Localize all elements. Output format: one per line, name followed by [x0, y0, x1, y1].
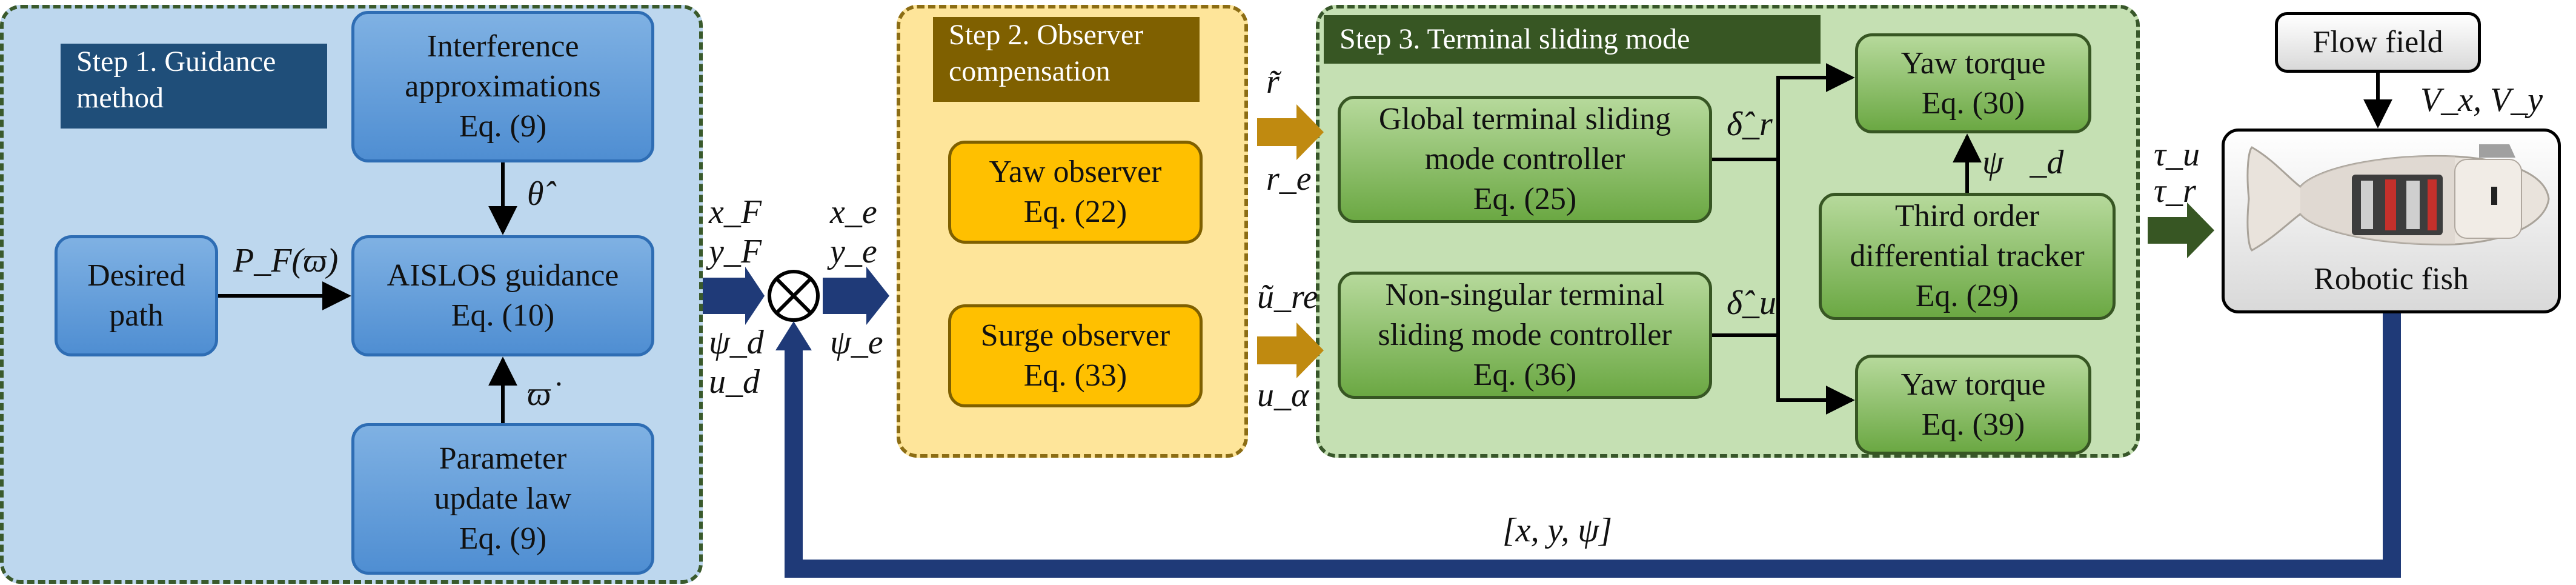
ye-label: y_e	[830, 233, 877, 270]
block-line: Eq. (9)	[459, 521, 547, 556]
block-line: Parameter	[439, 441, 567, 476]
parameter-update-block: Parameter update law Eq. (9)	[351, 423, 654, 575]
psid-label: ψ_d	[709, 324, 764, 361]
block-line: differential tracker	[1850, 239, 2085, 273]
block-line: approximations	[405, 69, 601, 104]
block-line: Eq. (9)	[459, 109, 547, 144]
surge-observer-block: Surge observer Eq. (33)	[948, 304, 1203, 407]
block-line: Eq. (39)	[1921, 407, 2025, 442]
third-order-tracker-block: Third order differential tracker Eq. (29…	[1819, 193, 2116, 320]
block-line: Eq. (10)	[451, 298, 555, 333]
block-line: sliding mode controller	[1378, 318, 1672, 352]
block-line: mode controller	[1424, 142, 1625, 176]
block-arrow-yaw-observer-out	[1257, 104, 1324, 160]
tau-r-label: τ_r	[2154, 172, 2196, 210]
block-line: path	[109, 298, 164, 333]
delta-u-label: δ̂_u	[1727, 284, 1777, 322]
block-line: update law	[434, 481, 572, 516]
yaw-torque-bottom-block: Yaw torque Eq. (39)	[1855, 355, 2091, 455]
block-line: Eq. (30)	[1921, 85, 2025, 121]
nonsingular-terminal-sliding-block: Non-singular terminal sliding mode contr…	[1338, 272, 1712, 399]
yf-label: y_F	[709, 233, 762, 270]
flow-field-block: Flow field	[2275, 12, 2481, 73]
block-line: Eq. (36)	[1473, 358, 1577, 392]
block-line: Eq. (29)	[1915, 279, 2019, 313]
block-arrow-sum-to-observer	[823, 267, 889, 325]
varpi-dot-label: ϖ̇	[527, 375, 551, 413]
block-line: Surge observer	[980, 318, 1170, 353]
block-line: AISLOS guidance	[387, 258, 619, 293]
desired-path-block: Desired path	[55, 235, 218, 356]
yaw-torque-top-block: Yaw torque Eq. (30)	[1855, 33, 2091, 133]
arrow-nonsingular-split	[1712, 333, 1855, 415]
pf-label: P_F(ϖ)	[233, 242, 339, 279]
aislos-guidance-block: AISLOS guidance Eq. (10)	[351, 235, 654, 356]
block-arrow-surge-observer-out	[1257, 323, 1324, 378]
step3-label: Step 3. Terminal sliding mode	[1324, 15, 1821, 64]
block-arrow-aislos-to-sum	[703, 267, 765, 325]
psi-dddot-label: ψ⃛_d	[1982, 144, 2064, 181]
re-label: r_e	[1266, 160, 1312, 198]
u-alpha-label: u_α	[1257, 376, 1309, 414]
block-line: Non-singular terminal	[1385, 278, 1665, 312]
robotic-fish-icon	[2246, 144, 2550, 252]
step1-label: Step 1. Guidance method	[61, 44, 327, 129]
feedback-loop-line	[785, 313, 2401, 578]
step2-label: Step 2. Observer compensation	[933, 17, 1200, 102]
theta-hat-label: θ̂	[527, 175, 544, 213]
block-line: Yaw observer	[989, 155, 1162, 189]
vx-vy-label: V_x, V_y	[2420, 81, 2543, 119]
delta-r-label: δ̂_r	[1727, 105, 1773, 143]
block-line: Eq. (33)	[1023, 358, 1127, 393]
r-tilde-label: r̃	[1266, 63, 1280, 101]
arrow-global-split	[1712, 63, 1855, 161]
block-line: Interference	[427, 29, 579, 64]
block-line: Eq. (22)	[1023, 195, 1127, 229]
block-line: Third order	[1894, 199, 2040, 233]
block-line: Eq. (25)	[1473, 182, 1577, 216]
yaw-observer-block: Yaw observer Eq. (22)	[948, 141, 1203, 244]
psie-label: ψ_e	[830, 324, 883, 361]
u-re-tilde-label: ũ_re	[1257, 278, 1318, 316]
feedback-arrowhead	[775, 321, 812, 350]
block-line: Desired	[87, 258, 185, 293]
block-line: Yaw torque	[1900, 45, 2046, 81]
block-line: Yaw torque	[1900, 367, 2046, 402]
block-line: Global terminal sliding	[1378, 102, 1671, 136]
block-arrow-torque-to-fish	[2148, 202, 2214, 258]
tau-u-label: τ_u	[2154, 136, 2200, 173]
global-terminal-sliding-block: Global terminal sliding mode controller …	[1338, 96, 1712, 223]
interference-approximations-block: Interference approximations Eq. (9)	[351, 11, 654, 162]
xe-label: x_e	[830, 193, 877, 231]
feedback-label: [x, y, ψ]	[1502, 512, 1612, 549]
block-line: Robotic fish	[2314, 262, 2469, 296]
xf-label: x_F	[709, 193, 762, 231]
block-line: Flow field	[2312, 25, 2443, 59]
ud-label: u_d	[709, 363, 760, 401]
